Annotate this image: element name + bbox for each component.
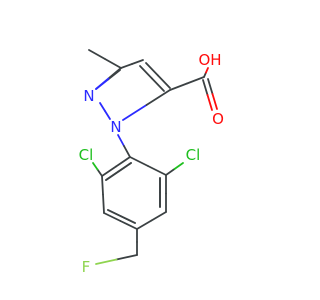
- bond-c3-c4: [131, 59, 144, 65]
- bond-layer: [88, 49, 218, 265]
- bond-n1-phenyl: [117, 134, 125, 147]
- bond-ring-1-inner: [117, 162, 132, 173]
- bond-n1-c5: [145, 89, 171, 106]
- bond-n1-n2: [104, 110, 111, 120]
- bond-c-cl-left: [92, 162, 99, 171]
- bond-c-oh: [205, 67, 209, 74]
- bond-c4-c5: [151, 77, 165, 92]
- atom-label-fluorine: F: [82, 258, 91, 276]
- atom-label-n2: N: [83, 87, 94, 105]
- bond-c3-c4: [120, 63, 133, 69]
- bond-c5-carboxyl: [186, 76, 205, 85]
- bond-n1-phenyl: [123, 145, 131, 158]
- bond-c-o-double: [207, 78, 214, 95]
- bond-ring-3: [119, 220, 138, 230]
- bond-c-o-double: [206, 94, 213, 111]
- atom-label-hydroxyl-oxygen: OH: [198, 51, 221, 69]
- atom-label-chlorine-right: Cl: [186, 146, 201, 164]
- bond-c-o-double: [202, 79, 209, 96]
- bond-ring-2: [102, 193, 105, 214]
- bond-ring-3-inner: [107, 209, 123, 218]
- bond-c4-c5: [145, 62, 159, 77]
- bond-ring-3: [103, 212, 122, 222]
- bond-c-cl-right: [165, 168, 176, 176]
- bond-c-o-double: [211, 93, 218, 110]
- bond-ch2-f: [95, 258, 118, 265]
- bond-ring-1: [115, 156, 131, 168]
- bond-c-cl-right: [173, 162, 184, 170]
- bond-ring-6: [129, 156, 149, 167]
- bond-ch2-f: [115, 254, 138, 261]
- atom-label-carbonyl-oxygen: O: [212, 110, 224, 128]
- structure-diagram: OH O N N Cl Cl F: [79, 49, 224, 276]
- atom-label-n1: N: [110, 118, 121, 136]
- bond-n1-c5: [122, 104, 148, 121]
- bond-ring-6: [147, 165, 167, 176]
- bond-ring-4: [150, 211, 167, 222]
- bond-c3-n2-alt: [107, 67, 122, 80]
- bond-methyl: [104, 58, 122, 69]
- bond-methyl: [88, 49, 106, 60]
- bond-c4-c5: [139, 65, 153, 80]
- bond-n1-n2: [99, 102, 106, 112]
- bond-ring-3-inner: [120, 215, 136, 224]
- bond-ring-1: [101, 165, 117, 177]
- bond-ring-4: [136, 219, 153, 230]
- bond-c4-c5: [157, 74, 171, 89]
- atom-label-chlorine-left: Cl: [79, 146, 94, 164]
- bond-ring-2: [101, 175, 104, 196]
- bond-ring-1-inner: [105, 170, 120, 181]
- bond-c-cl-left: [96, 168, 103, 177]
- bond-c3-n2-alt: [95, 77, 110, 90]
- bond-c5-carboxyl: [169, 82, 188, 91]
